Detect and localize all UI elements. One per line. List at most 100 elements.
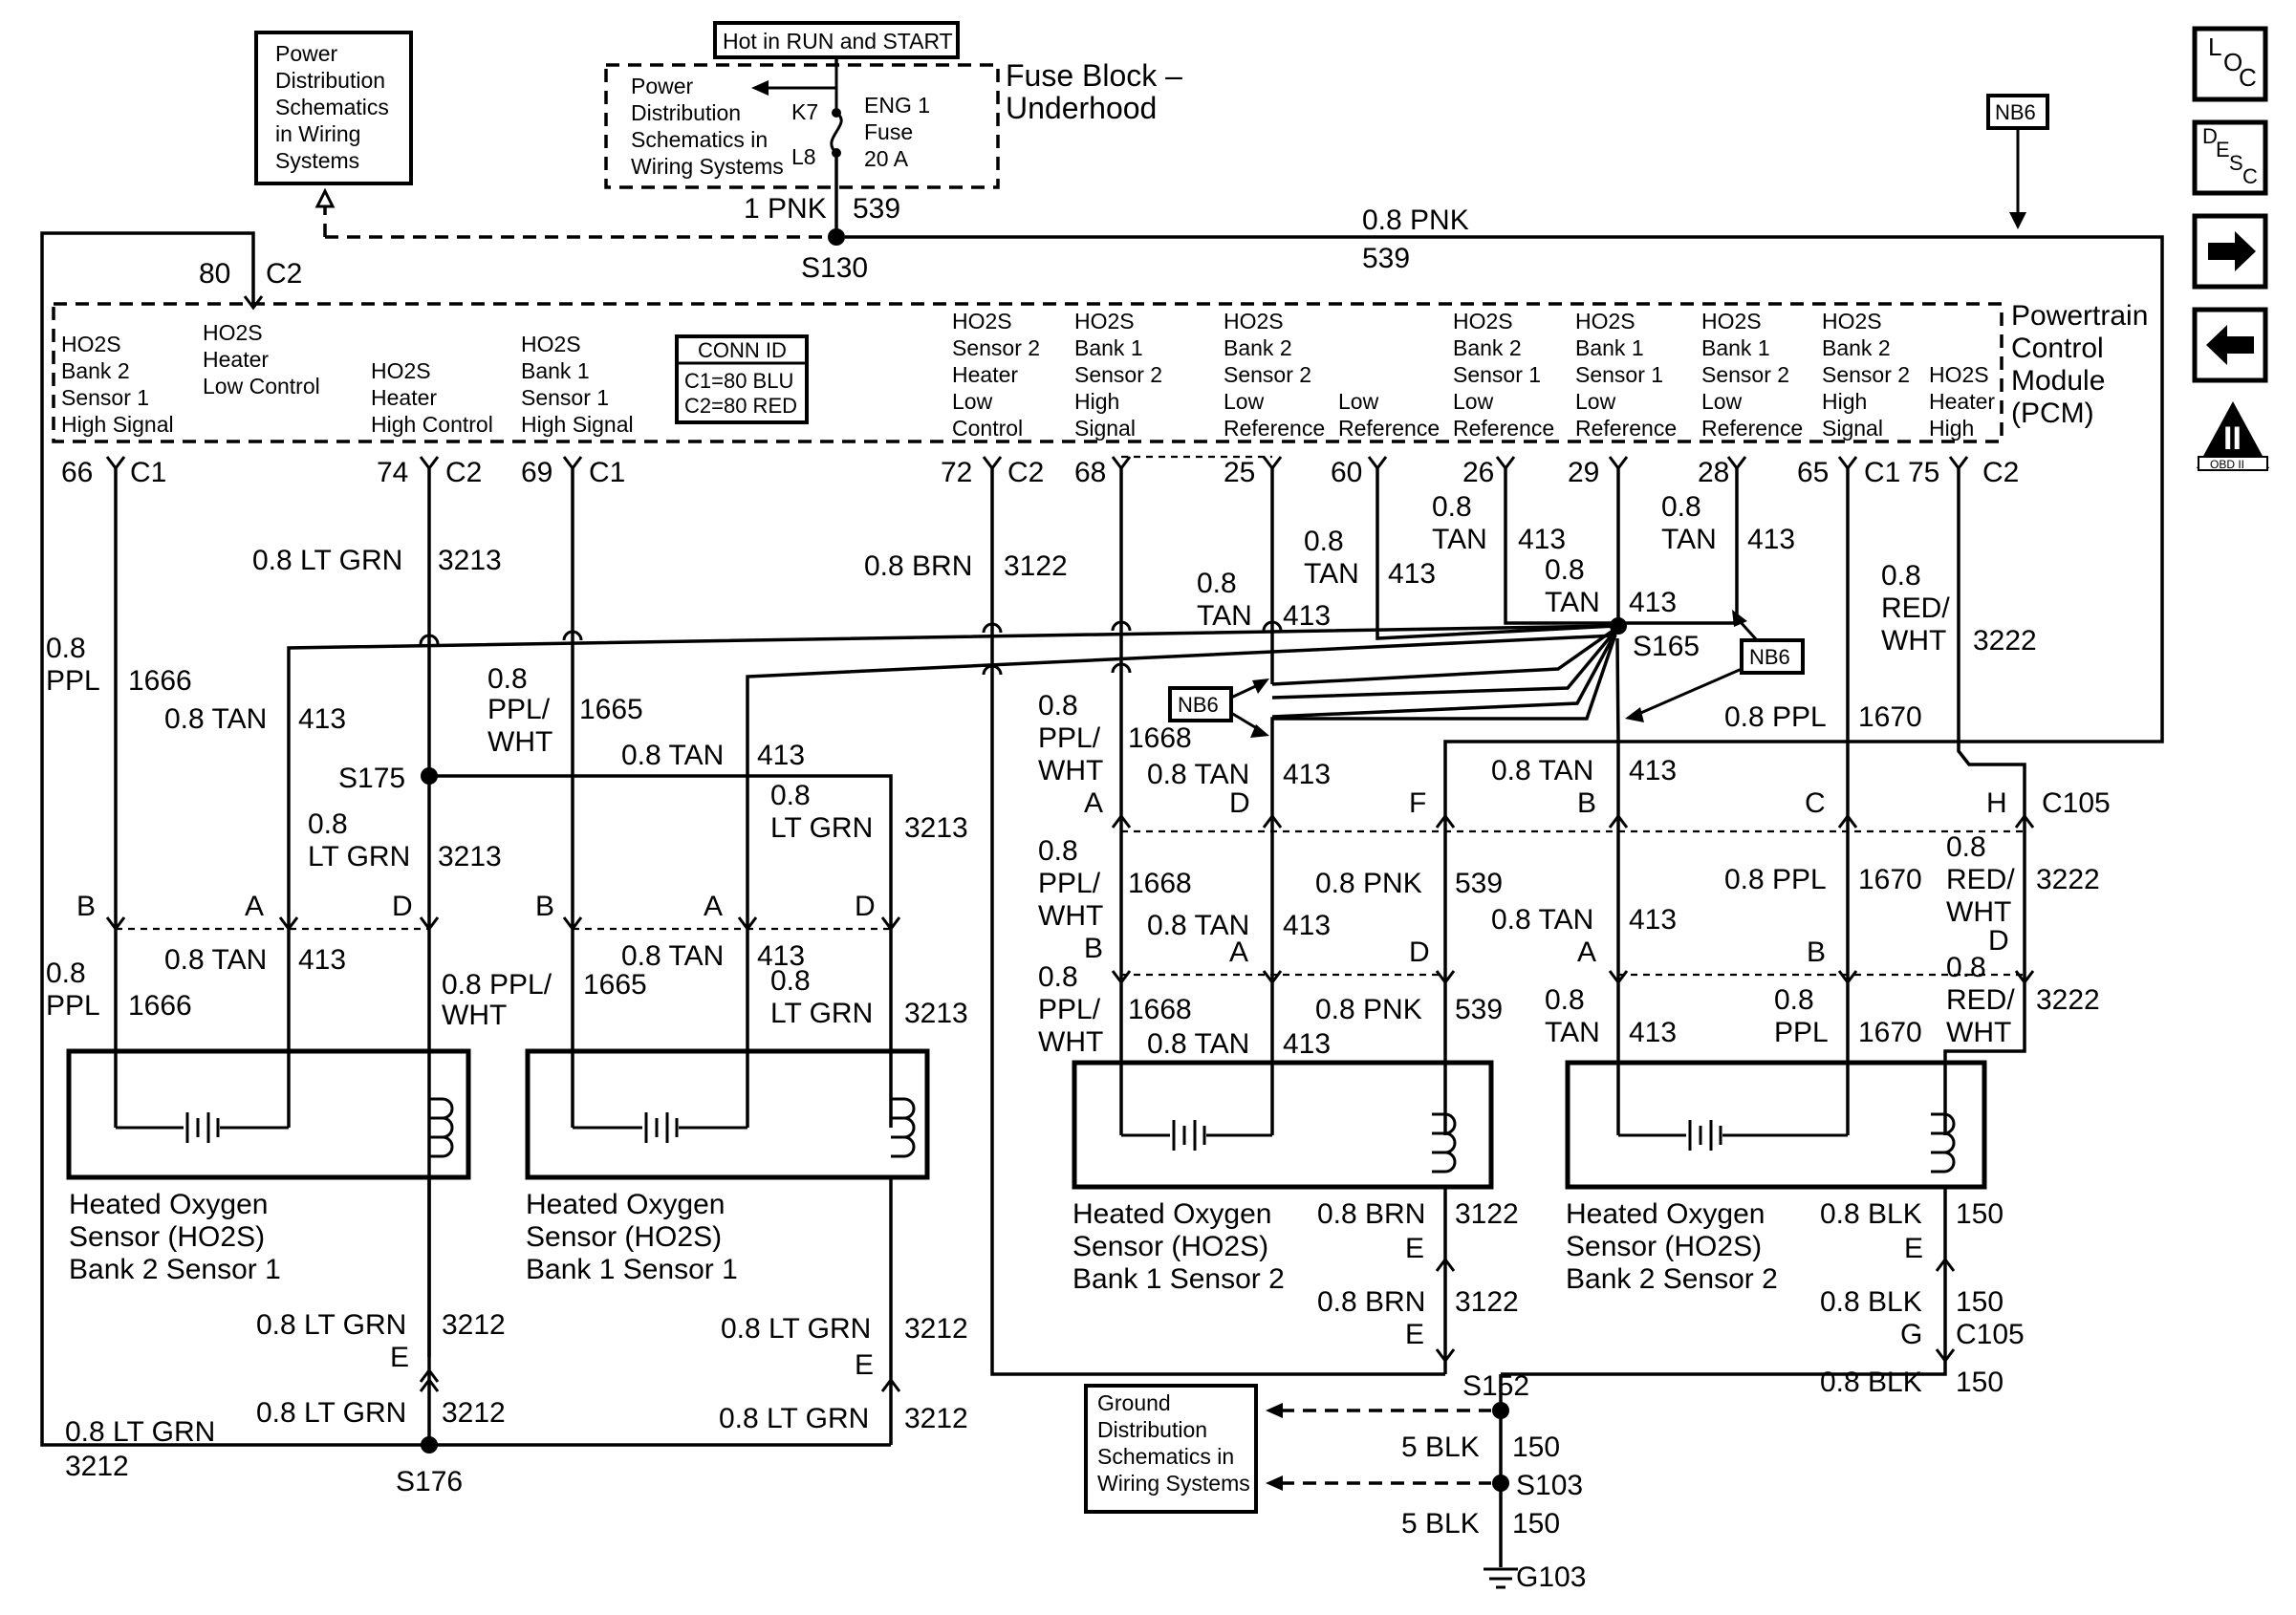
prev-arrow-icon <box>2206 325 2254 365</box>
svg-text:HO2S: HO2S <box>1822 309 1882 334</box>
ground-dist-4: Wiring Systems <box>1097 1471 1250 1496</box>
svg-text:HO2S: HO2S <box>203 320 263 345</box>
pin-b-r2: B <box>1577 787 1596 819</box>
svg-text:Signal: Signal <box>1822 416 1883 441</box>
wire-150-b: 0.8 BLK <box>1820 1286 1922 1318</box>
svg-text:HO2S: HO2S <box>521 332 581 356</box>
s165-label: S165 <box>1633 631 1700 662</box>
pin-e-r2-conn <box>1435 1348 1456 1364</box>
obd-ii-roman: II <box>2223 420 2242 457</box>
nb6-right-line1 <box>1738 619 1759 642</box>
obd-ii-icon[interactable]: II OBD II <box>2197 401 2269 471</box>
wire-1668-a3: 0.8 <box>1038 961 1078 993</box>
wire-1665-n: 1665 <box>579 694 643 725</box>
svg-text:Bank 1: Bank 1 <box>1701 335 1770 360</box>
desc-button[interactable]: D E S C <box>2192 119 2268 196</box>
sensor-b2s1-name-3: Bank 2 Sensor 1 <box>69 1254 281 1285</box>
wire-3222-n3: 3222 <box>2036 984 2100 1016</box>
hot-label-box <box>713 21 960 59</box>
pcm-pin-label-heater-low: HO2S Heater Low Control <box>203 320 320 398</box>
svg-text:Heater: Heater <box>203 347 269 372</box>
svg-text:HO2S: HO2S <box>1074 309 1135 334</box>
power-dist-left-line4: in Wiring <box>275 121 360 146</box>
power-dist-left-arrow <box>314 187 336 208</box>
s175-label: S175 <box>338 763 405 794</box>
svg-text:Sensor 1: Sensor 1 <box>521 385 609 410</box>
pin-e-r3: E <box>1904 1233 1923 1264</box>
pin-num-29: 29 <box>1568 457 1599 488</box>
ground-dist-box <box>1084 1384 1258 1514</box>
nb6-top-box <box>1986 94 2049 130</box>
wire-3213-lg-n: 3213 <box>438 841 502 872</box>
power-dist-left-box <box>254 31 413 185</box>
wire-3122-main <box>990 468 1445 1376</box>
wire-3213-label: 0.8 LT GRN <box>252 545 402 576</box>
wire-1666-a2: 0.8 <box>46 958 86 989</box>
wire-413-d3n: 413 <box>1283 1028 1331 1060</box>
svg-text:E: E <box>2216 138 2230 162</box>
nb6-top-label: NB6 <box>1995 100 2036 124</box>
pin-b-r1: B <box>1084 933 1103 964</box>
g103-label: G103 <box>1516 1561 1586 1593</box>
wire-3222-a3: 0.8 <box>1946 952 1986 983</box>
wire-150-an: 150 <box>1956 1198 2004 1230</box>
wire-150-5a: 5 BLK <box>1401 1432 1480 1463</box>
svg-text:HO2S: HO2S <box>1929 362 1989 387</box>
wire-413-26a: 0.8 <box>1432 491 1472 523</box>
wire-1670-label: 0.8 PPL <box>1724 701 1827 733</box>
wire-1665-b: PPL/ <box>487 694 551 725</box>
ground-dist-arrow2 <box>1266 1475 1283 1491</box>
wire-1665-l3: WHT <box>442 1000 507 1031</box>
wire-1668-n: 1668 <box>1128 722 1192 754</box>
ground-icon <box>1484 1567 1518 1589</box>
svg-text:HO2S: HO2S <box>1224 309 1284 334</box>
wire-left-outer <box>40 231 428 1447</box>
wire-413-d2: 0.8 TAN <box>1147 910 1249 941</box>
sensor-bank1-s1-box <box>525 1048 930 1180</box>
wire-413-25n: 413 <box>1283 600 1331 632</box>
pin-e-b2: E <box>390 1342 409 1373</box>
svg-text:High Signal: High Signal <box>61 412 174 437</box>
wire-3222-a2: 0.8 <box>1946 831 1986 863</box>
fuse-label1: ENG 1 <box>864 93 930 118</box>
right-inline-pins <box>1111 813 2035 985</box>
wire-1670-label2: 0.8 PPL <box>1724 864 1827 895</box>
pcm-name-1: Powertrain <box>2011 300 2148 332</box>
s176-label: S176 <box>396 1466 463 1497</box>
ground-splice-dot <box>1492 1402 1509 1419</box>
nb6-mid-label: NB6 <box>1178 693 1219 717</box>
svg-text:Reference: Reference <box>1338 416 1440 441</box>
battery-icon <box>1688 1120 1722 1151</box>
s176-dot <box>421 1436 438 1454</box>
svg-text:Bank 2: Bank 2 <box>1453 335 1522 360</box>
wire-413-bank2s1 <box>287 624 1616 1128</box>
loc-button[interactable]: L O C <box>2192 26 2268 102</box>
wire-1668-a: 0.8 <box>1038 690 1078 721</box>
pin-d-r2: D <box>1409 937 1430 968</box>
wire-150-cn: 150 <box>1956 1367 2004 1398</box>
wire-3213-lg-a: 0.8 <box>308 808 348 840</box>
wire-1670-n3: 1670 <box>1858 1017 1922 1048</box>
wire-413-28b: TAN <box>1661 524 1717 555</box>
pin-e-b2-conn2 <box>419 1377 440 1392</box>
wire-539-feed <box>1443 740 1958 1135</box>
wire-413-bank1s1 <box>746 634 1616 1128</box>
next-arrow-button[interactable] <box>2192 213 2268 290</box>
fuse-k7: K7 <box>791 99 818 124</box>
pin-a-r3: A <box>1577 937 1596 968</box>
wire-1668-n3: 1668 <box>1128 994 1192 1025</box>
wire-3222-c: WHT <box>1881 625 1946 657</box>
pin-b-1: B <box>76 891 96 922</box>
power-dist-left-line2: Distribution <box>275 68 385 93</box>
pin-d-r3: D <box>1988 925 2009 957</box>
pcm-name-2: Control <box>2011 333 2104 364</box>
svg-text:Control: Control <box>952 416 1023 441</box>
wire-1668-c: WHT <box>1038 755 1103 786</box>
pin-num-28: 28 <box>1698 457 1729 488</box>
svg-text:High: High <box>1822 389 1867 414</box>
pin-conn-65: C1 <box>1864 457 1900 488</box>
svg-text:HO2S: HO2S <box>1701 309 1762 334</box>
svg-text:HO2S: HO2S <box>371 358 431 383</box>
prev-arrow-button[interactable] <box>2192 307 2268 383</box>
svg-text:Sensor 2: Sensor 2 <box>952 335 1040 360</box>
